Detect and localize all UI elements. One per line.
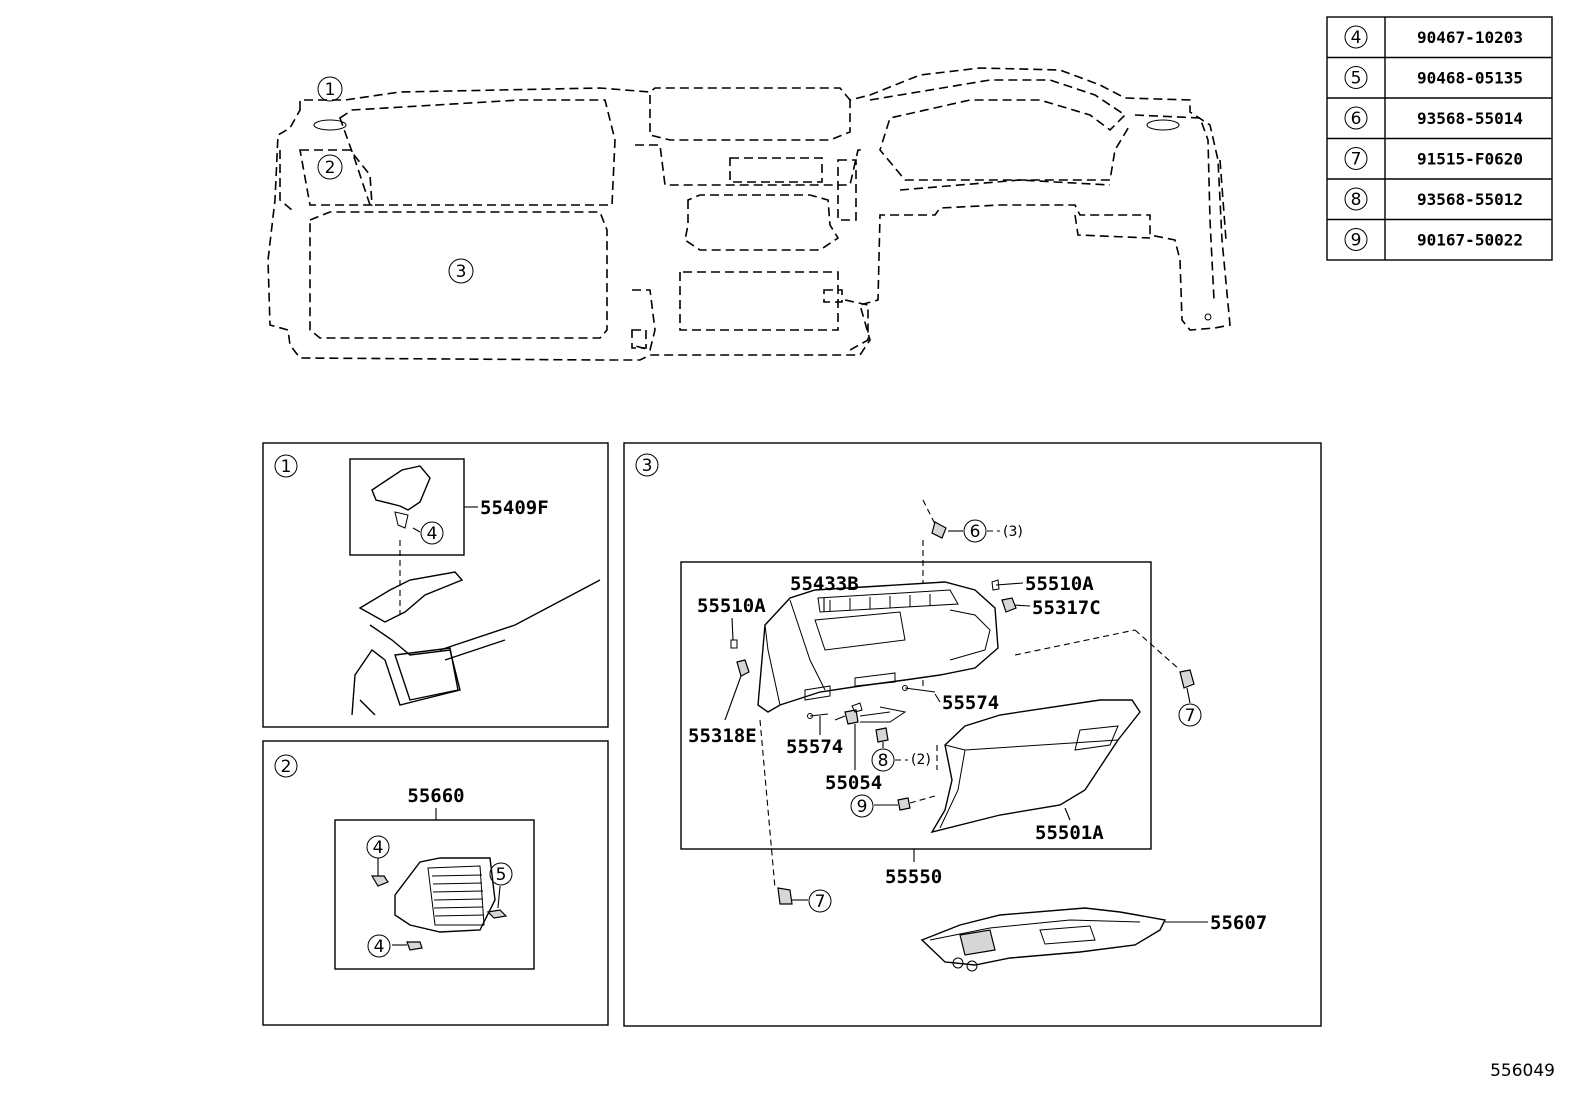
table-ref-number: 6 [1351, 109, 1362, 129]
diagram-id: 556049 [1490, 1061, 1555, 1081]
overview-callout-3[interactable]: 3 [448, 258, 474, 284]
damper-part[interactable] [844, 709, 859, 725]
part-label-55660: 55660 [407, 785, 464, 807]
table-row: 4 90467-10203 [1344, 25, 1523, 49]
clip-part[interactable] [370, 875, 389, 887]
screw-part[interactable] [931, 521, 947, 539]
part-label-55318E: 55318E [688, 725, 757, 747]
clip-part[interactable] [777, 887, 793, 905]
qty-note: (2) [911, 752, 931, 768]
table-row: 5 90468-05135 [1344, 66, 1523, 89]
inset-box [680, 561, 1152, 850]
reference-table: 4 90467-10203 5 90468-05135 6 93568-5501… [1326, 16, 1553, 261]
ref-callout-4[interactable]: 4 [420, 521, 444, 545]
part-label-55550: 55550 [885, 866, 942, 888]
stopper-part[interactable] [991, 579, 1000, 591]
table-row: 8 93568-55012 [1344, 187, 1523, 211]
nut-part[interactable] [486, 909, 508, 919]
table-ref-number: 5 [1351, 69, 1362, 89]
stopper-part[interactable] [730, 639, 738, 649]
clip-part[interactable] [394, 511, 409, 529]
detail-panel-3: 3 6 (3) 55433B 55510A 5531 [623, 442, 1322, 1027]
table-row: 6 93568-55014 [1344, 106, 1523, 130]
lock-pin-part[interactable] [736, 659, 750, 677]
qty-note: (3) [1003, 524, 1023, 540]
callout-number: 4 [427, 524, 438, 544]
ref-callout-5[interactable]: 5 [489, 862, 513, 886]
callout-number: 7 [1185, 706, 1196, 726]
table-row: 9 90167-50022 [1344, 228, 1523, 251]
glovebox-door-upper[interactable] [757, 581, 999, 713]
detail-panel-1: 1 4 55409F [262, 442, 609, 728]
callout-number: 5 [496, 865, 507, 885]
clip-part[interactable] [406, 941, 423, 951]
table-ref-number: 4 [1351, 28, 1362, 48]
panel-index: 2 [281, 757, 292, 777]
table-ref-number: 9 [1351, 231, 1362, 251]
ref-callout-9[interactable]: 9 [850, 794, 874, 818]
table-part-number: 90167-50022 [1417, 231, 1523, 250]
ref-callout-8[interactable]: 8 [871, 748, 895, 772]
callout-number: 6 [970, 522, 981, 542]
overview-callout-1[interactable]: 1 [317, 76, 343, 102]
panel-index: 3 [642, 456, 653, 476]
callout-number: 3 [456, 262, 467, 282]
ref-callout-7[interactable]: 7 [1178, 703, 1202, 727]
bumper-part[interactable] [1001, 597, 1017, 613]
part-label-55510A-right: 55510A [1025, 573, 1094, 595]
ref-callout-6[interactable]: 6 [963, 519, 987, 543]
part-label-55574-right: 55574 [942, 692, 999, 714]
ref-callout-4[interactable]: 4 [367, 934, 391, 958]
part-label-55510A-left: 55510A [697, 595, 766, 617]
callout-number: 2 [325, 158, 336, 178]
callout-number: 7 [815, 892, 826, 912]
panel-index: 1 [281, 457, 292, 477]
part-label-55574-left: 55574 [786, 736, 843, 758]
detail-panel-2: 2 55660 4 5 4 [262, 740, 609, 1026]
dashboard-overview: 1 2 3 [267, 67, 1231, 361]
screw-part[interactable] [897, 797, 911, 811]
side-vent-part[interactable] [394, 857, 496, 933]
screw-part[interactable] [875, 727, 889, 743]
ref-callout-7[interactable]: 7 [808, 889, 832, 913]
table-part-number: 91515-F0620 [1417, 150, 1523, 169]
callout-number: 1 [325, 80, 336, 100]
table-ref-number: 7 [1351, 150, 1362, 170]
overview-callout-2[interactable]: 2 [317, 154, 343, 180]
table-part-number: 90468-05135 [1417, 69, 1523, 88]
vent-cover-part[interactable] [371, 465, 431, 511]
callout-number: 8 [878, 751, 889, 771]
part-label-55607: 55607 [1210, 912, 1267, 934]
clip-part[interactable] [1179, 669, 1195, 689]
part-label-55409F: 55409F [480, 497, 549, 519]
table-part-number: 93568-55014 [1417, 109, 1523, 128]
table-part-number: 90467-10203 [1417, 28, 1523, 47]
table-row: 7 91515-F0620 [1344, 147, 1523, 170]
part-label-55054: 55054 [825, 772, 882, 794]
table-ref-number: 8 [1351, 190, 1362, 210]
reinforcement-part[interactable] [920, 907, 1167, 966]
ref-callout-4[interactable]: 4 [366, 835, 390, 859]
part-label-55317C: 55317C [1032, 597, 1101, 619]
table-part-number: 93568-55012 [1417, 190, 1523, 209]
callout-number: 4 [373, 838, 384, 858]
part-label-55501A: 55501A [1035, 822, 1104, 844]
callout-number: 4 [374, 937, 385, 957]
part-label-55433B: 55433B [790, 573, 859, 595]
inset-box [334, 819, 535, 970]
callout-number: 9 [857, 797, 868, 817]
glovebox-door-lower[interactable] [930, 699, 1141, 834]
